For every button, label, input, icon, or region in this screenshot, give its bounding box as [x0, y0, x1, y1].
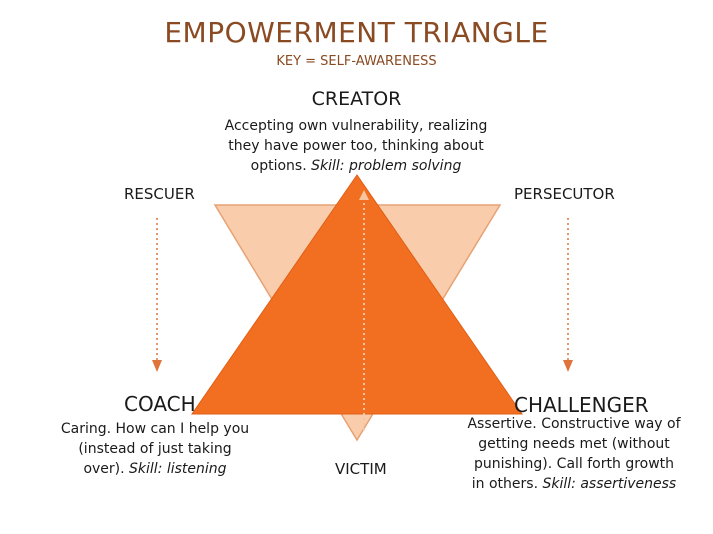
- rescuer-to-coach-arrowhead: [152, 360, 162, 372]
- victim-label: VICTIM: [335, 460, 387, 478]
- challenger-desc-text: in others.: [471, 476, 543, 492]
- challenger-desc-line: punishing). Call forth growth: [473, 456, 675, 472]
- creator-description: Accepting own vulnerability, realizing t…: [206, 116, 506, 176]
- creator-desc-line: options. Skill: problem solving: [206, 156, 506, 176]
- coach-desc-line: (instead of just taking: [78, 441, 232, 457]
- coach-label: COACH: [124, 392, 196, 416]
- coach-desc-line: Caring. How can I help you: [60, 421, 250, 437]
- empowerment-triangle: [191, 174, 523, 415]
- creator-desc-line: Accepting own vulnerability, realizing: [224, 118, 488, 134]
- coach-description: Caring. How can I help you (instead of j…: [30, 419, 280, 479]
- challenger-label: CHALLENGER: [514, 393, 649, 417]
- diagram-subtitle: KEY = SELF-AWARENESS: [276, 54, 437, 69]
- creator-desc-line: they have power too, thinking about: [228, 138, 484, 154]
- coach-skill: Skill: listening: [129, 461, 227, 477]
- challenger-desc-line: Assertive. Constructive way of: [467, 416, 681, 432]
- coach-desc-text: over).: [83, 461, 130, 477]
- challenger-description: Assertive. Constructive way of getting n…: [450, 414, 698, 494]
- persecutor-to-challenger-arrowhead: [563, 360, 573, 372]
- creator-desc-text: options.: [250, 158, 312, 174]
- challenger-desc-line: in others. Skill: assertiveness: [450, 474, 698, 494]
- coach-desc-line: over). Skill: listening: [30, 459, 280, 479]
- victim-to-creator-arrowhead: [359, 190, 369, 200]
- persecutor-label: PERSECUTOR: [514, 185, 615, 203]
- challenger-desc-line: getting needs met (without: [478, 436, 670, 452]
- creator-skill: Skill: problem solving: [311, 158, 462, 174]
- rescuer-label: RESCUER: [124, 185, 195, 203]
- diagram-title: EMPOWERMENT TRIANGLE: [164, 16, 549, 49]
- challenger-skill: Skill: assertiveness: [542, 476, 677, 492]
- creator-label: CREATOR: [311, 88, 402, 110]
